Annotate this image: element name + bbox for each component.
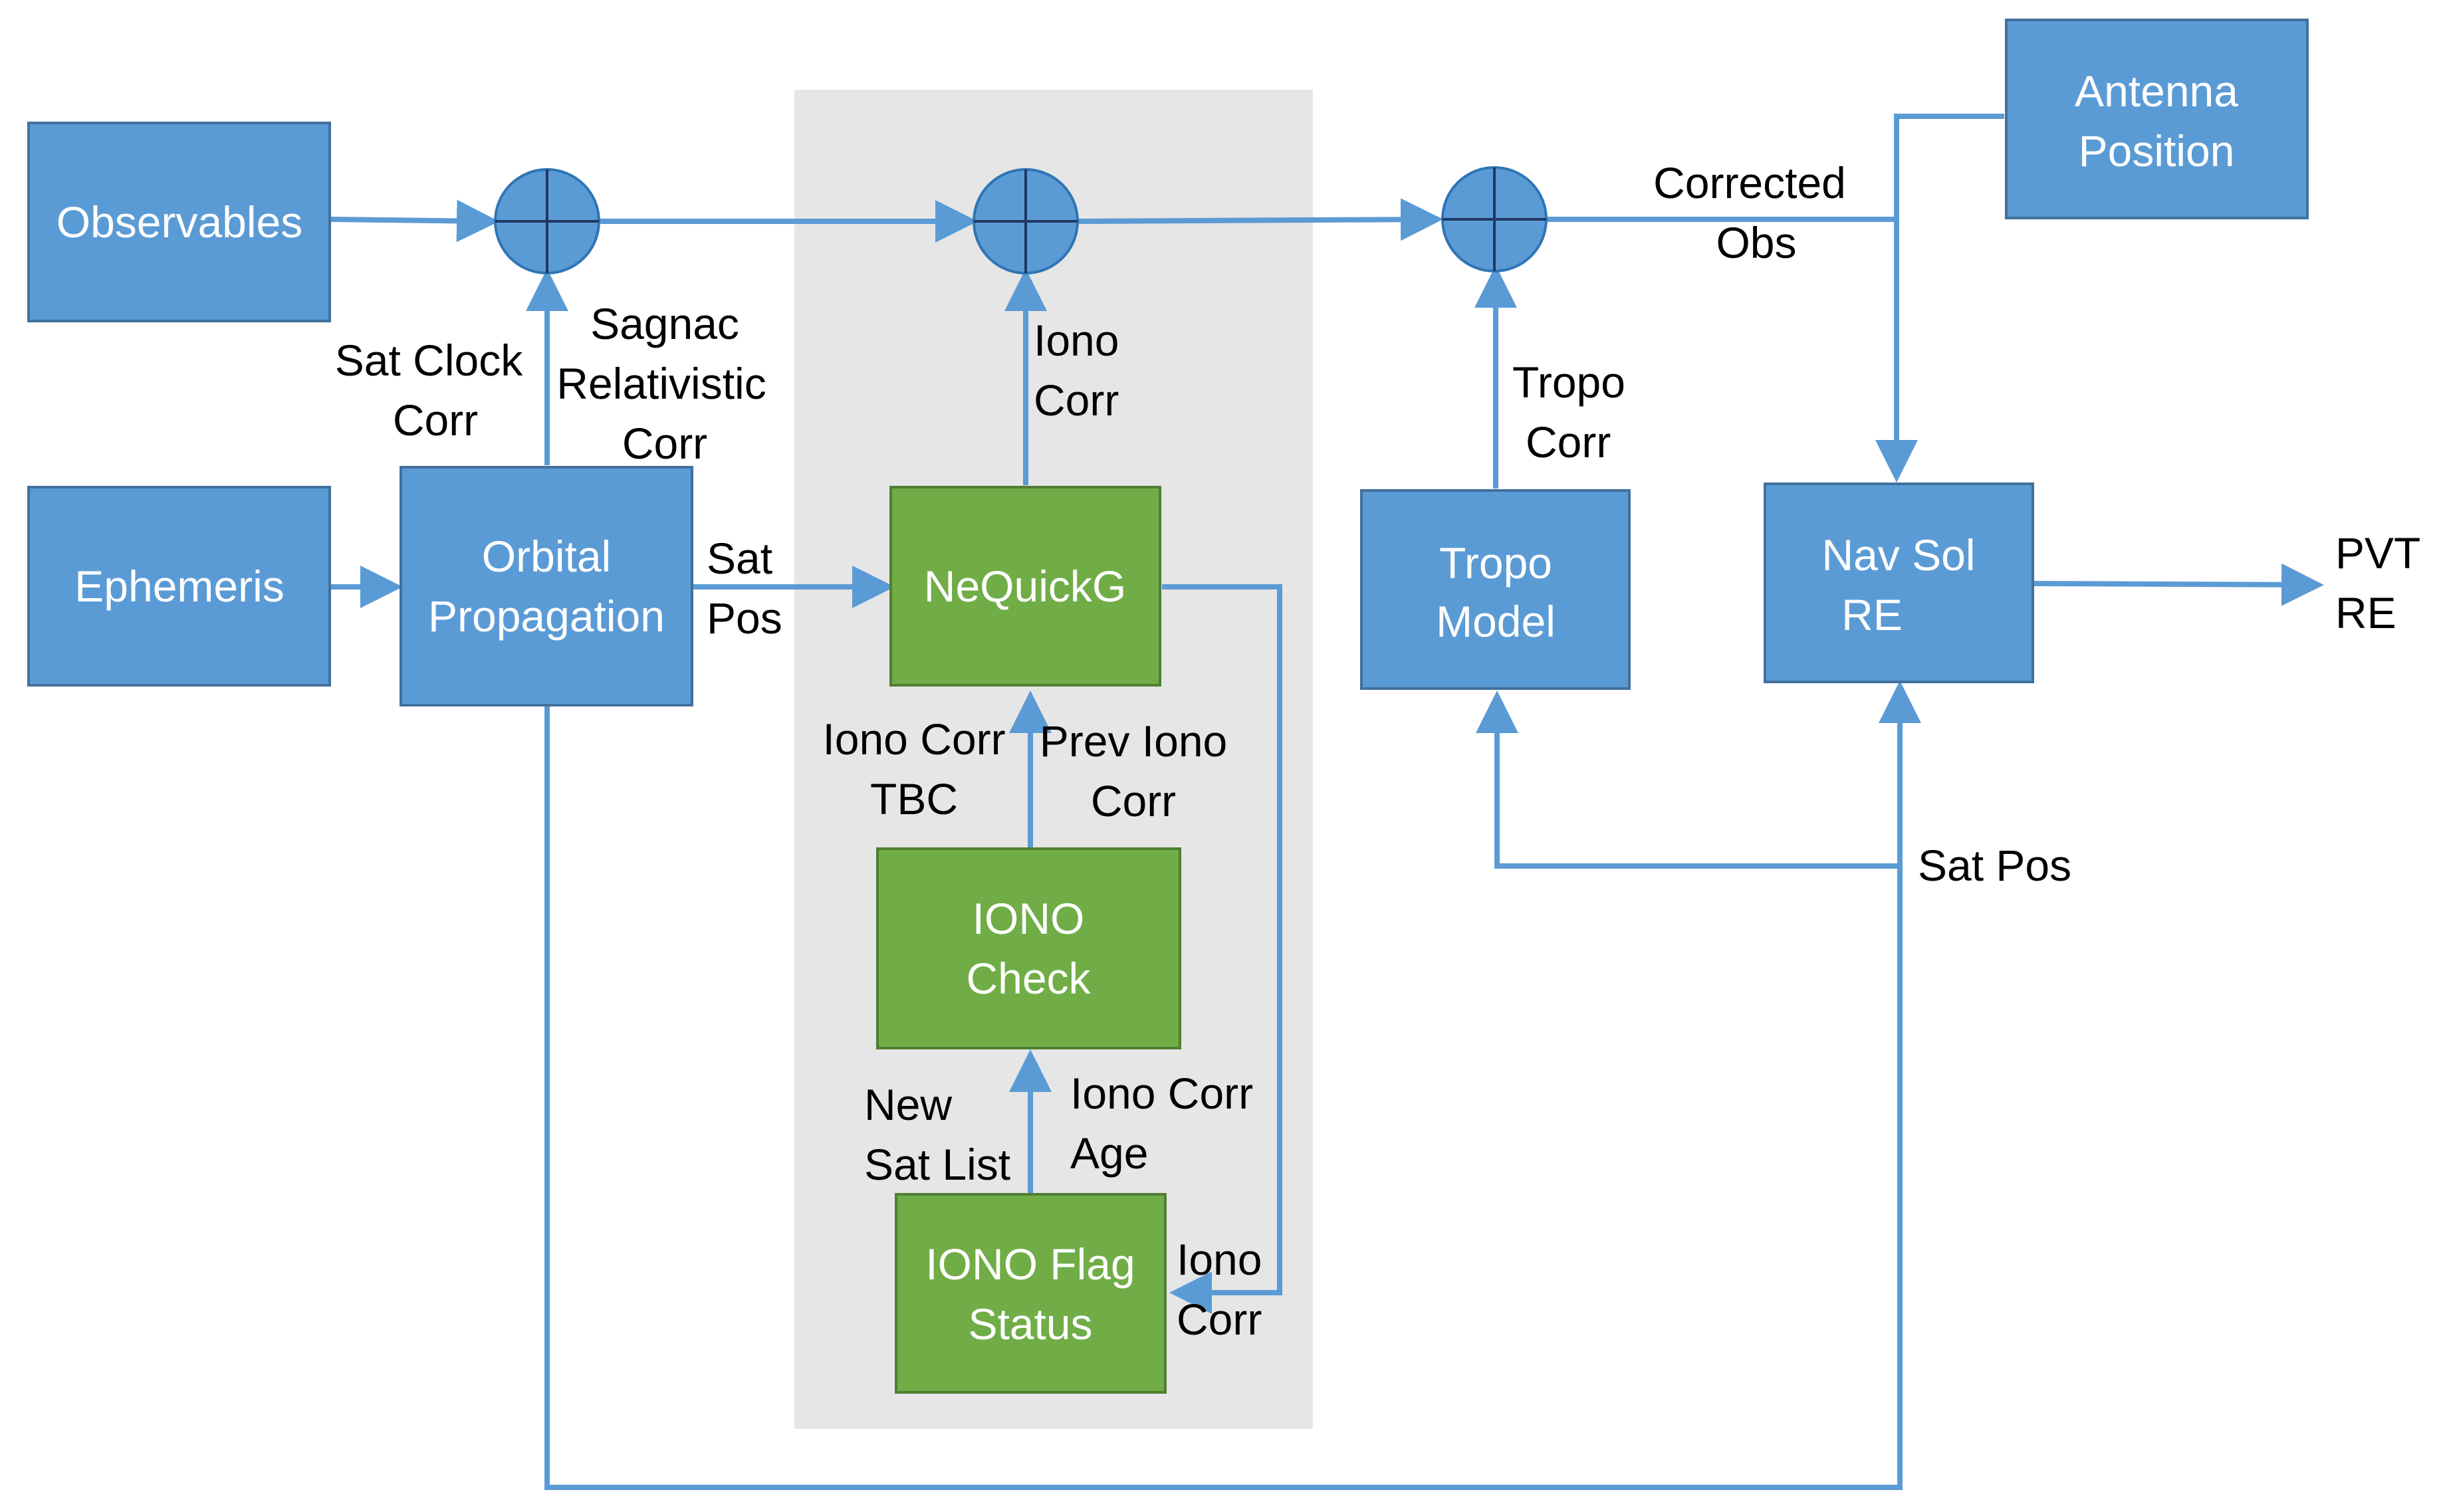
observables-box: Observables [27, 122, 331, 322]
arrow-orbital-to-navsol-feedback [544, 681, 1921, 1490]
label-sat-pos-feedback: Sat Pos [1918, 841, 2071, 890]
ephemeris-box: Ephemeris [27, 486, 331, 687]
sum-node-iono [973, 168, 1079, 274]
sum-node-tropo [1441, 166, 1548, 272]
arrow-sum2-to-sum3 [1078, 198, 1443, 241]
svg-text:NeQuickG: NeQuickG [924, 562, 1126, 611]
svg-text:Ephemeris: Ephemeris [74, 562, 284, 611]
nequickg-box: NeQuickG [889, 486, 1161, 687]
arrow-navsol-to-pvt [2032, 563, 2324, 606]
connectors [330, 114, 2324, 1490]
svg-text:Observables: Observables [57, 197, 303, 247]
arrow-satpos-to-tropo [1476, 691, 1900, 869]
arrow-nequickg-to-ionoflag [1162, 584, 1282, 1314]
arrow-observables-to-sum1 [330, 199, 499, 243]
sum-node-observables [494, 168, 600, 274]
arrow-antenna-to-navsol [1875, 114, 2004, 483]
